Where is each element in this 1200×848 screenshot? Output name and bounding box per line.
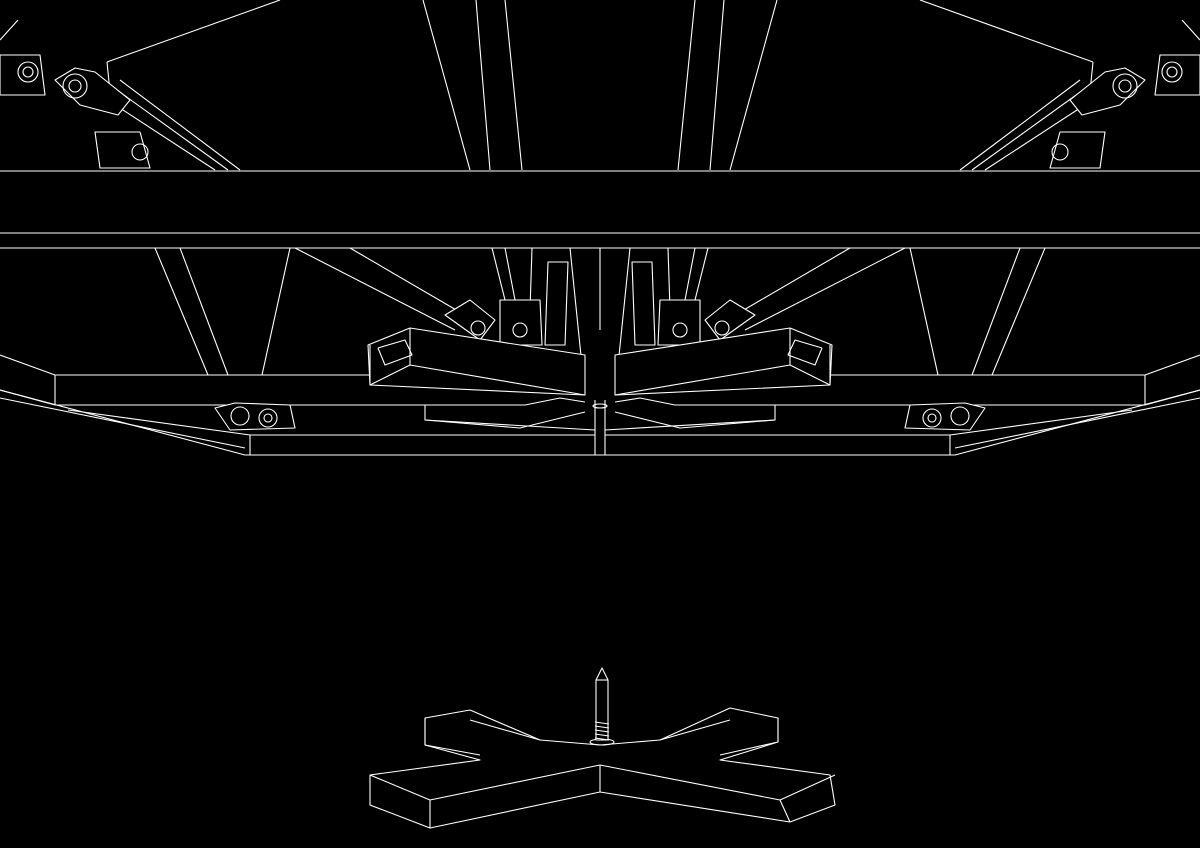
lower-struts <box>154 247 586 396</box>
upper-struts <box>106 0 523 171</box>
cross-base-stand <box>369 667 836 829</box>
upper-left-joint <box>0 19 241 171</box>
center-block-left <box>367 327 586 406</box>
main-beam <box>0 170 1200 409</box>
bolt <box>595 667 609 741</box>
frame-left-half <box>0 0 600 456</box>
lower-frame <box>0 354 600 456</box>
bolt-thread <box>594 721 610 741</box>
